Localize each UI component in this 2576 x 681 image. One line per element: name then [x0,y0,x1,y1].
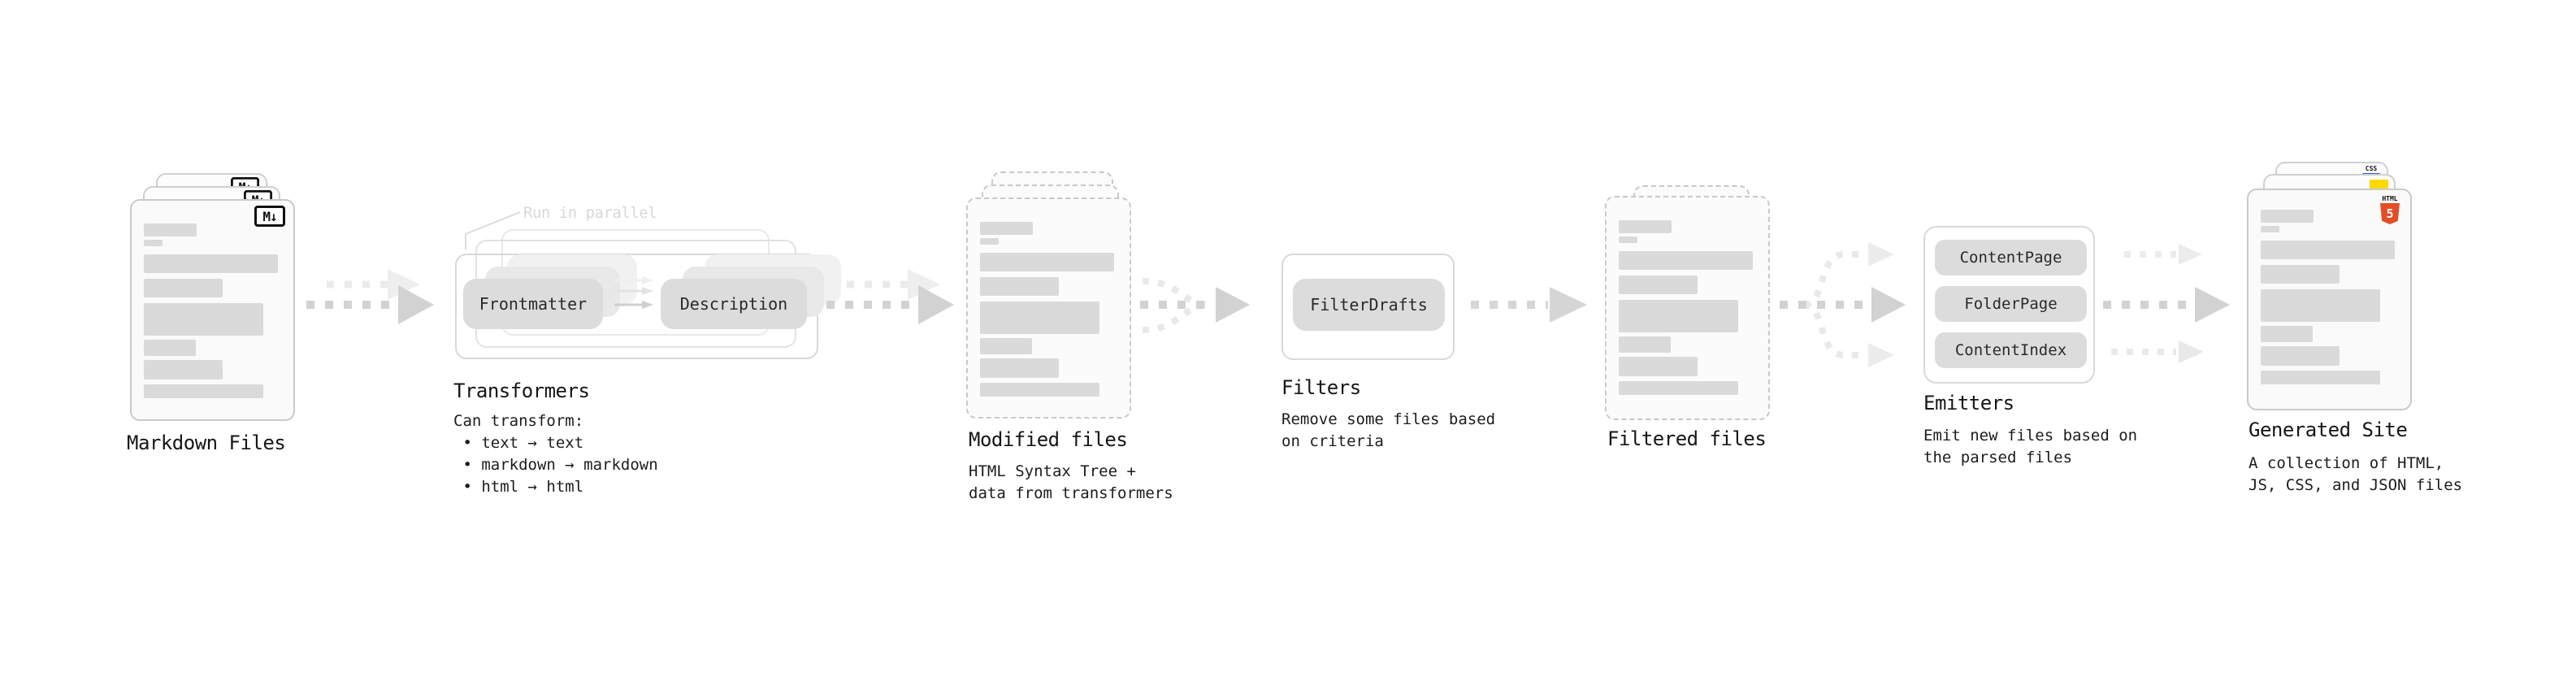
transformers-stage: Run in parallel Frontmatter Description [455,204,841,370]
modified-files-stack [966,171,1137,423]
stage-title-filters: Filters [1281,376,1361,399]
stage-title-generated-site: Generated Site [2249,419,2408,441]
markdown-file-card-front: M↓ [130,199,295,421]
arrow-filtered-to-emitters [1780,242,1906,367]
arrow-markdown-to-transformers [306,269,434,324]
frontmatter-pill: Frontmatter [463,279,603,329]
markdown-files-stack: M↓ M↓ M↓ [130,173,301,425]
arrow-filters-to-filtered [1471,287,1587,323]
emitters-description: Emit new files based on the parsed files [1923,427,2138,466]
description-pill-label: Description [679,294,788,314]
site-file-card-html: HTML 5 [2247,189,2412,410]
html5-icon: HTML 5 [2380,195,2400,224]
stage-title-markdown-files: Markdown Files [127,432,286,454]
html5-number: 5 [2386,206,2394,221]
stage-title-modified-files: Modified files [969,428,1128,451]
arrow-modified-to-filters [1140,278,1250,333]
modified-file-card-front [966,197,1131,419]
frontmatter-pill-label: Frontmatter [479,294,588,314]
description-pill: Description [661,279,807,329]
content-page-pill: ContentPage [1935,240,2087,275]
html5-badge-label: HTML [2382,195,2398,202]
frontmatter-to-description-arrows [614,276,653,309]
filtered-file-card-front [1605,196,1770,420]
stage-title-emitters: Emitters [1923,392,2014,414]
note-leader-line [465,211,521,249]
folder-page-pill: FolderPage [1935,286,2087,322]
generated-site-stack: CSS HTML 5 [2247,162,2418,414]
generated-site-description: A collection of HTML, JS, CSS, and JSON … [2249,454,2463,494]
html5-shield: 5 [2380,203,2400,224]
filtered-files-stack [1605,185,1776,429]
arrow-transformers-to-modified [826,269,954,324]
run-in-parallel-note: Run in parallel [523,204,657,222]
markdown-icon: M↓ [254,206,285,227]
filters-description: Remove some files based on criteria [1281,410,1496,450]
modified-files-description: HTML Syntax Tree + data from transformer… [969,462,1173,502]
filter-drafts-pill: FilterDrafts [1293,279,1445,331]
content-index-pill: ContentIndex [1935,332,2087,368]
text-placeholder-bars [144,223,278,398]
content-page-pill-label: ContentPage [1959,249,2062,267]
stage-title-filtered-files: Filtered files [1607,427,1767,450]
filters-box: FilterDrafts [1281,254,1455,360]
text-placeholder-bars [980,222,1114,397]
transformers-description: Can transform: • text → text • markdown … [453,412,658,496]
content-index-pill-label: ContentIndex [1954,341,2067,359]
text-placeholder-bars [1619,220,1753,395]
folder-page-pill-label: FolderPage [1964,295,2058,313]
filter-drafts-pill-label: FilterDrafts [1310,295,1428,314]
js-icon [2370,180,2388,189]
emitters-box: ContentPage FolderPage ContentIndex [1923,226,2095,384]
text-placeholder-bars [2261,210,2395,384]
arrow-emitters-to-site [2103,244,2230,363]
css-badge-label: CSS [2365,165,2378,172]
stage-title-transformers: Transformers [453,380,590,402]
